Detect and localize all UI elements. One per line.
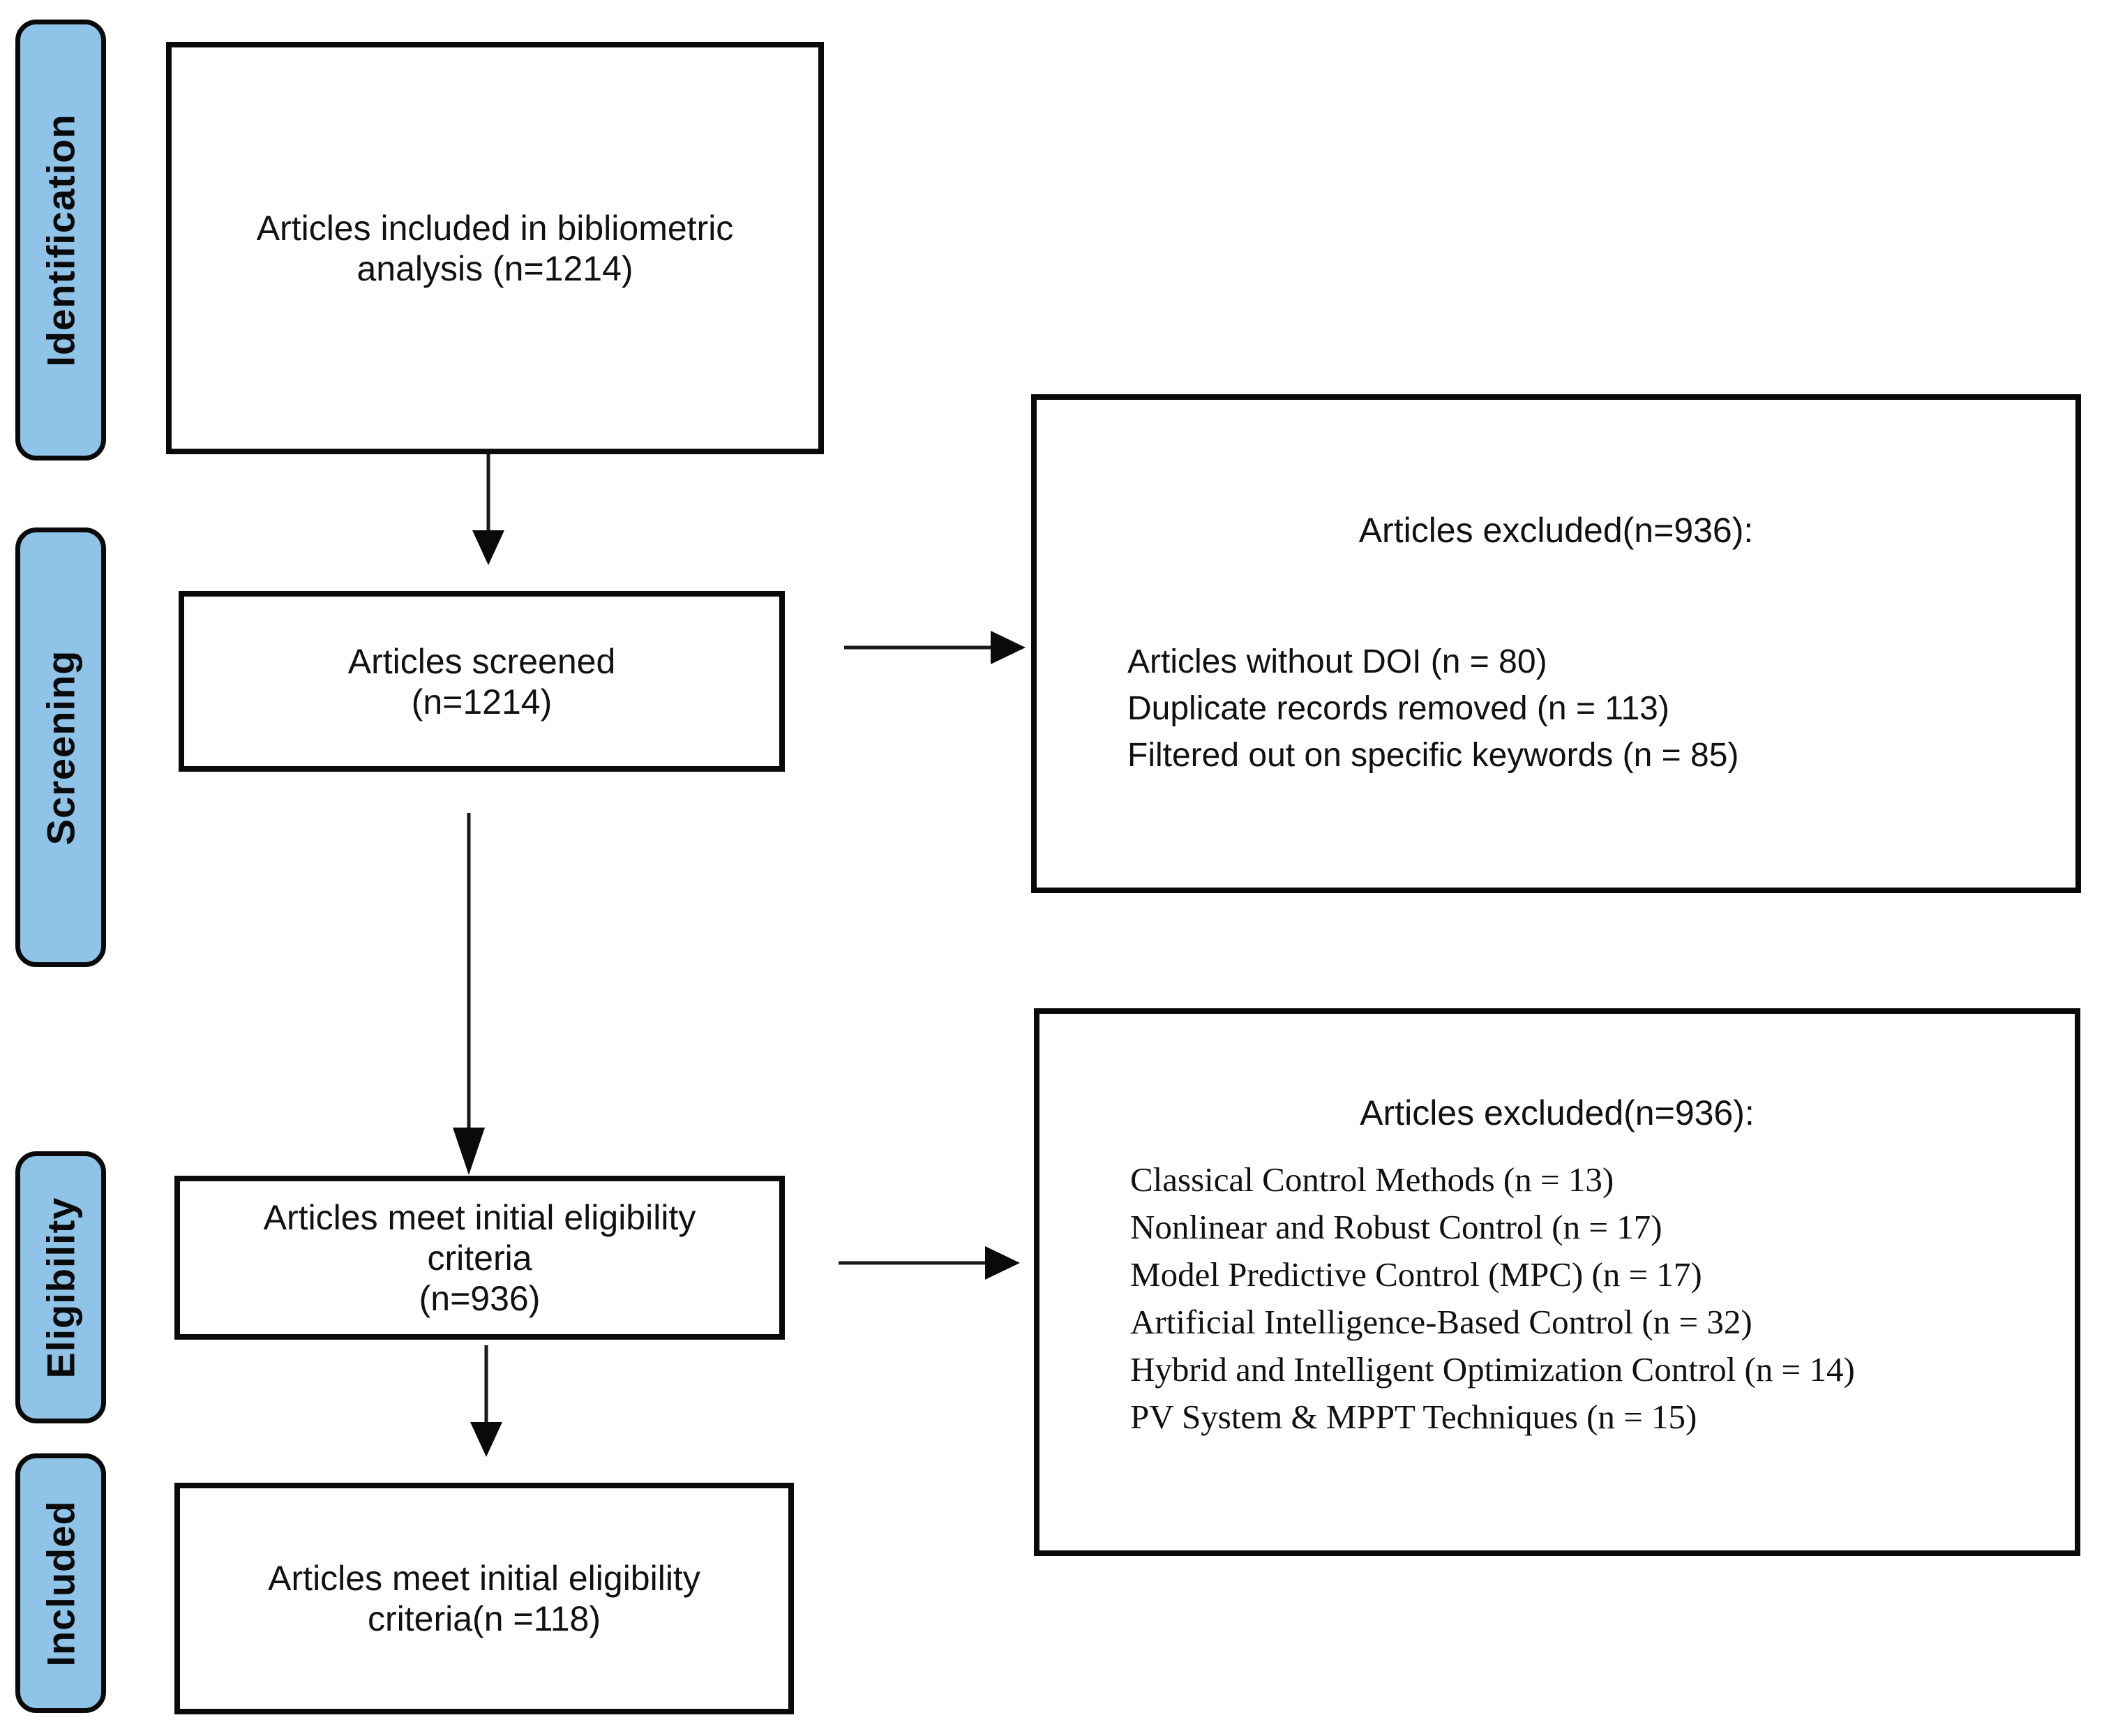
exclusion-item: Model Predictive Control (MPC) (n = 17) bbox=[1130, 1255, 1702, 1294]
flow-box-text-line: criteria bbox=[427, 1238, 532, 1278]
exclusion-item: Nonlinear and Robust Control (n = 17) bbox=[1130, 1208, 1662, 1246]
flow-box-text-line: analysis (n=1214) bbox=[356, 248, 633, 288]
exclusion-item-list: Articles without DOI (n = 80) Duplicate … bbox=[1127, 638, 2075, 779]
stage-tab-identification: Identification bbox=[15, 20, 106, 461]
stage-tab-screening: Screening bbox=[15, 527, 106, 967]
flow-box-text-line: Articles screened bbox=[347, 641, 616, 681]
flow-box-text-line: (n=936) bbox=[419, 1278, 541, 1318]
exclusion-item-list: Classical Control Methods (n = 13) Nonli… bbox=[1130, 1156, 2075, 1441]
exclusion-item: Classical Control Methods (n = 13) bbox=[1130, 1160, 1614, 1199]
exclusion-item: Duplicate records removed (n = 113) bbox=[1127, 690, 1669, 727]
arrow-down-eligibility-to-included-icon bbox=[470, 1345, 502, 1457]
stage-label-included: Included bbox=[38, 1499, 83, 1667]
exclusion-item: Hybrid and Intelligent Optimization Cont… bbox=[1130, 1350, 1855, 1389]
flow-box-text-line: Articles meet initial eligibility bbox=[268, 1559, 700, 1598]
flow-box-text-line: criteria(n =118) bbox=[368, 1599, 601, 1638]
exclusion-item: Articles without DOI (n = 80) bbox=[1127, 643, 1547, 680]
flow-box-articles-included-bibliometric: Articles included in bibliometric analys… bbox=[166, 42, 824, 454]
exclusion-box-eligibility: Articles excluded(n=936): Classical Cont… bbox=[1034, 1008, 2080, 1556]
exclusion-item: Artificial Intelligence-Based Control (n… bbox=[1130, 1303, 1752, 1341]
arrow-right-screening-to-excluded-icon bbox=[844, 631, 1026, 664]
stage-tab-eligibility: Eligibility bbox=[15, 1151, 106, 1423]
flow-box-articles-screened: Articles screened (n=1214) bbox=[179, 591, 785, 772]
stage-tab-included: Included bbox=[15, 1453, 106, 1713]
flow-box-text-line: (n=1214) bbox=[411, 682, 553, 721]
exclusion-item: PV System & MPPT Techniques (n = 15) bbox=[1130, 1398, 1697, 1436]
arrow-down-screening-to-eligibility-icon bbox=[453, 813, 485, 1175]
stage-label-eligibility: Eligibility bbox=[38, 1197, 83, 1378]
stage-label-screening: Screening bbox=[38, 650, 83, 845]
exclusion-box-screening: Articles excluded(n=936): Articles witho… bbox=[1031, 394, 2081, 893]
flow-box-articles-included-final: Articles meet initial eligibility criter… bbox=[174, 1483, 794, 1714]
flow-box-articles-meet-eligibility: Articles meet initial eligibility criter… bbox=[174, 1176, 785, 1340]
flow-box-text-line: Articles meet initial eligibility bbox=[263, 1197, 696, 1237]
exclusion-box-title: Articles excluded(n=936): bbox=[1360, 1093, 1755, 1132]
flow-box-text-line: Articles included in bibliometric bbox=[256, 208, 734, 248]
exclusion-item: Filtered out on specific keywords (n = 8… bbox=[1127, 737, 1739, 774]
stage-label-identification: Identification bbox=[38, 113, 83, 367]
arrow-down-identification-to-screening-icon bbox=[472, 454, 504, 565]
arrow-right-eligibility-to-excluded-icon bbox=[839, 1246, 1020, 1280]
exclusion-box-title: Articles excluded(n=936): bbox=[1358, 511, 1754, 550]
